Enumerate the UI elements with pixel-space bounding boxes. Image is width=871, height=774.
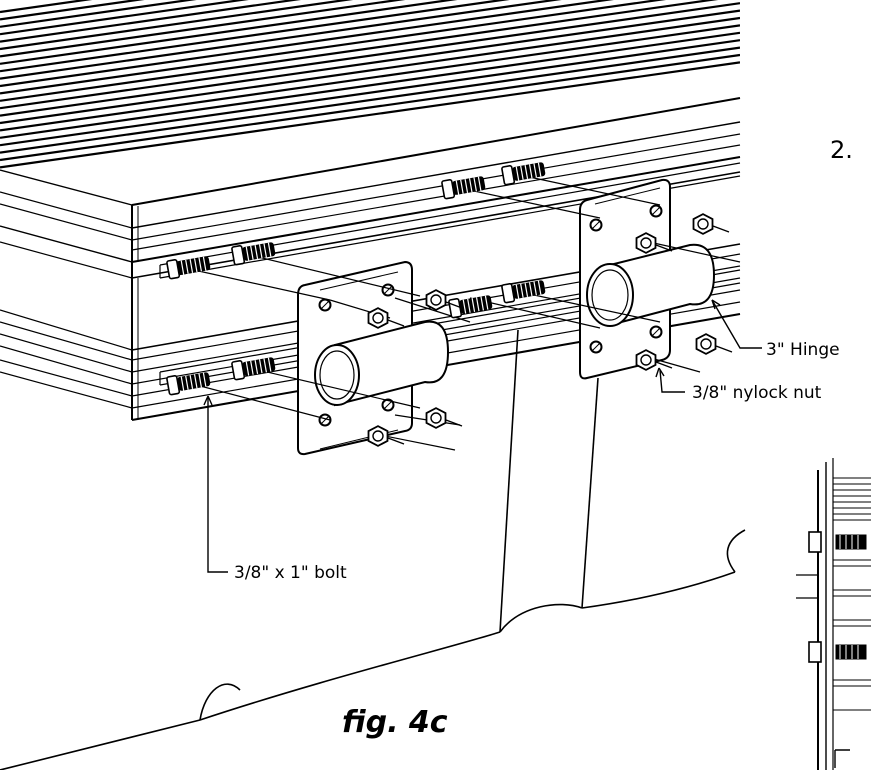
guide-line <box>519 174 661 206</box>
hardware-group <box>166 162 741 451</box>
bolt <box>501 162 546 186</box>
bolt <box>448 295 493 319</box>
nylock-nut <box>425 289 463 311</box>
guide-line <box>519 291 661 323</box>
deck-top <box>0 0 741 263</box>
bolt <box>441 176 486 200</box>
hinge-plate-right <box>579 178 716 380</box>
nylock-nut <box>367 425 405 447</box>
figure-caption: fig. 4c <box>342 705 448 740</box>
guide-line <box>639 239 741 263</box>
bolt-label: 3/8" x 1" bolt <box>234 563 347 583</box>
bolt <box>501 280 546 304</box>
step-number: 2. <box>830 136 853 164</box>
hinge-label: 3" Hinge <box>766 340 840 360</box>
nylock-nut <box>695 333 733 355</box>
guide-line <box>184 267 331 301</box>
bolt <box>166 256 211 280</box>
nylock-nut <box>635 232 673 254</box>
callout-leaders <box>203 299 762 573</box>
hinge-plate-left <box>297 260 450 456</box>
nylock-nut <box>367 307 405 329</box>
inset-detail <box>796 458 871 770</box>
guide-line <box>249 367 421 409</box>
nylock-nut <box>692 213 730 235</box>
guide-line <box>249 254 421 297</box>
nylock-nut <box>635 349 673 371</box>
leg-panel <box>0 329 746 771</box>
nylock-nut <box>425 407 463 429</box>
guide-line <box>459 187 601 219</box>
guide-line <box>379 434 456 451</box>
bolt <box>231 242 276 266</box>
guide-line <box>184 381 331 421</box>
bolt <box>166 372 211 396</box>
nut-label: 3/8" nylock nut <box>692 383 822 403</box>
guide-line <box>394 297 471 323</box>
bolt <box>231 357 276 381</box>
